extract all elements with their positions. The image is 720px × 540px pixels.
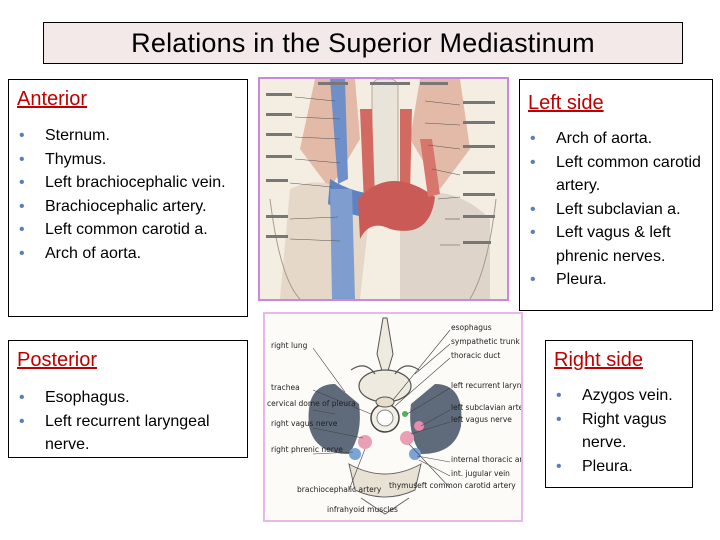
fig-label: trachea — [271, 383, 300, 392]
anatomy-illustration-cross-section: right lung trachea cervical dome of pleu… — [263, 312, 523, 522]
right-side-list: •Azygos vein. •Right vagus nerve. •Pleur… — [554, 384, 688, 478]
left-side-list: •Arch of aorta. •Left common carotid art… — [528, 127, 708, 292]
left-side-heading: Left side — [528, 92, 604, 114]
fig-label: sympathetic trunk — [451, 337, 520, 346]
list-item: •Thymus. — [17, 148, 241, 172]
posterior-heading: Posterior — [17, 349, 98, 371]
anterior-list: •Sternum. •Thymus. •Left brachiocephalic… — [17, 124, 241, 265]
bullet-icon: • — [19, 174, 25, 191]
fig-label: left common carotid artery — [415, 481, 516, 490]
bullet-icon: • — [556, 457, 562, 475]
list-item: •Brachiocephalic artery. — [17, 195, 241, 219]
right-side-heading: Right side — [554, 349, 643, 371]
list-item: •Left vagus & left phrenic nerves. — [528, 221, 708, 268]
fig-label: right vagus nerve — [271, 419, 338, 428]
slide-title: Relations in the Superior Mediastinum — [131, 27, 595, 58]
list-item: •Arch of aorta. — [17, 242, 241, 266]
anterior-panel: Anterior •Sternum. •Thymus. •Left brachi… — [8, 79, 248, 317]
bullet-icon: • — [556, 387, 562, 404]
list-item: •Left subclavian a. — [528, 198, 708, 222]
cross-section-drawing: right lung trachea cervical dome of pleu… — [265, 314, 521, 520]
fig-label: right lung — [271, 341, 308, 350]
bullet-icon: • — [19, 197, 25, 215]
right-side-panel: Right side •Azygos vein. •Right vagus ne… — [545, 340, 693, 488]
bullet-icon: • — [530, 271, 536, 288]
fig-label: int. jugular vein — [451, 469, 510, 478]
anatomy-illustration-anterior — [258, 77, 509, 301]
fig-label: infrahyoid muscles — [327, 505, 398, 514]
list-item: •Pleura. — [528, 268, 708, 292]
fig-label: thymus — [389, 481, 417, 490]
list-item: •Arch of aorta. — [528, 127, 708, 151]
bullet-icon: • — [530, 200, 536, 218]
bullet-icon: • — [556, 410, 562, 428]
bullet-icon: • — [19, 389, 25, 406]
bullet-icon: • — [530, 130, 536, 147]
posterior-list: •Esophagus. •Left recurrent laryngeal ne… — [17, 386, 241, 457]
fig-label: esophagus — [451, 323, 492, 332]
fig-label: internal thoracic artery — [451, 455, 521, 464]
list-item: •Pleura. — [554, 455, 688, 479]
bullet-icon: • — [19, 221, 25, 238]
list-item: •Left recurrent laryngeal nerve. — [17, 410, 241, 457]
fig-label: cervical dome of pleura — [267, 399, 356, 408]
left-side-panel: Left side •Arch of aorta. •Left common c… — [519, 79, 713, 311]
bullet-icon: • — [530, 153, 536, 171]
fig-label: right phrenic nerve — [271, 445, 343, 454]
anterior-heading: Anterior — [17, 88, 88, 110]
anatomy-drawing — [260, 79, 507, 299]
fig-label: left recurrent laryngeal nerve — [451, 381, 521, 390]
fig-label: thoracic duct — [451, 351, 500, 360]
bullet-icon: • — [19, 244, 25, 262]
list-item: •Sternum. — [17, 124, 241, 148]
fig-label: brachiocephalic artery — [297, 485, 382, 494]
bullet-icon: • — [19, 412, 25, 430]
fig-label: left vagus nerve — [451, 415, 512, 424]
title-box: Relations in the Superior Mediastinum — [43, 22, 683, 64]
list-item: •Esophagus. — [17, 386, 241, 410]
list-item: •Right vagus nerve. — [554, 408, 688, 455]
list-item: •Left brachiocephalic vein. — [17, 171, 241, 195]
bullet-icon: • — [19, 150, 25, 168]
list-item: •Azygos vein. — [554, 384, 688, 408]
fig-label: left subclavian artery — [451, 403, 521, 412]
bullet-icon: • — [19, 127, 25, 144]
list-item: •Left common carotid a. — [17, 218, 241, 242]
posterior-panel: Posterior •Esophagus. •Left recurrent la… — [8, 340, 248, 458]
bullet-icon: • — [530, 224, 536, 241]
list-item: •Left common carotid artery. — [528, 151, 708, 198]
